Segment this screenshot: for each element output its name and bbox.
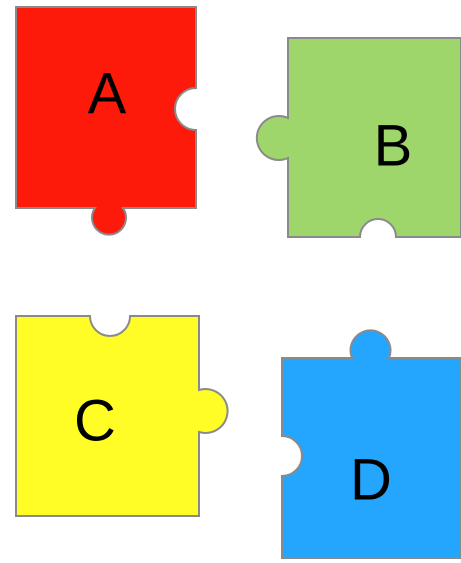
puzzle-piece-a: A — [16, 7, 196, 235]
puzzle-piece-a-label: A — [88, 61, 127, 126]
puzzle-piece-b-shape — [257, 38, 461, 237]
puzzle-piece-d-label: D — [350, 447, 392, 512]
puzzle-piece-d-shape — [282, 330, 461, 558]
puzzle-piece-c: C — [16, 316, 228, 516]
puzzle-piece-b-label: B — [374, 113, 413, 178]
puzzle-piece-c-shape — [16, 316, 228, 516]
puzzle-piece-d: D — [282, 330, 461, 558]
puzzle-piece-b: B — [257, 38, 461, 237]
puzzle-piece-c-label: C — [74, 388, 116, 453]
